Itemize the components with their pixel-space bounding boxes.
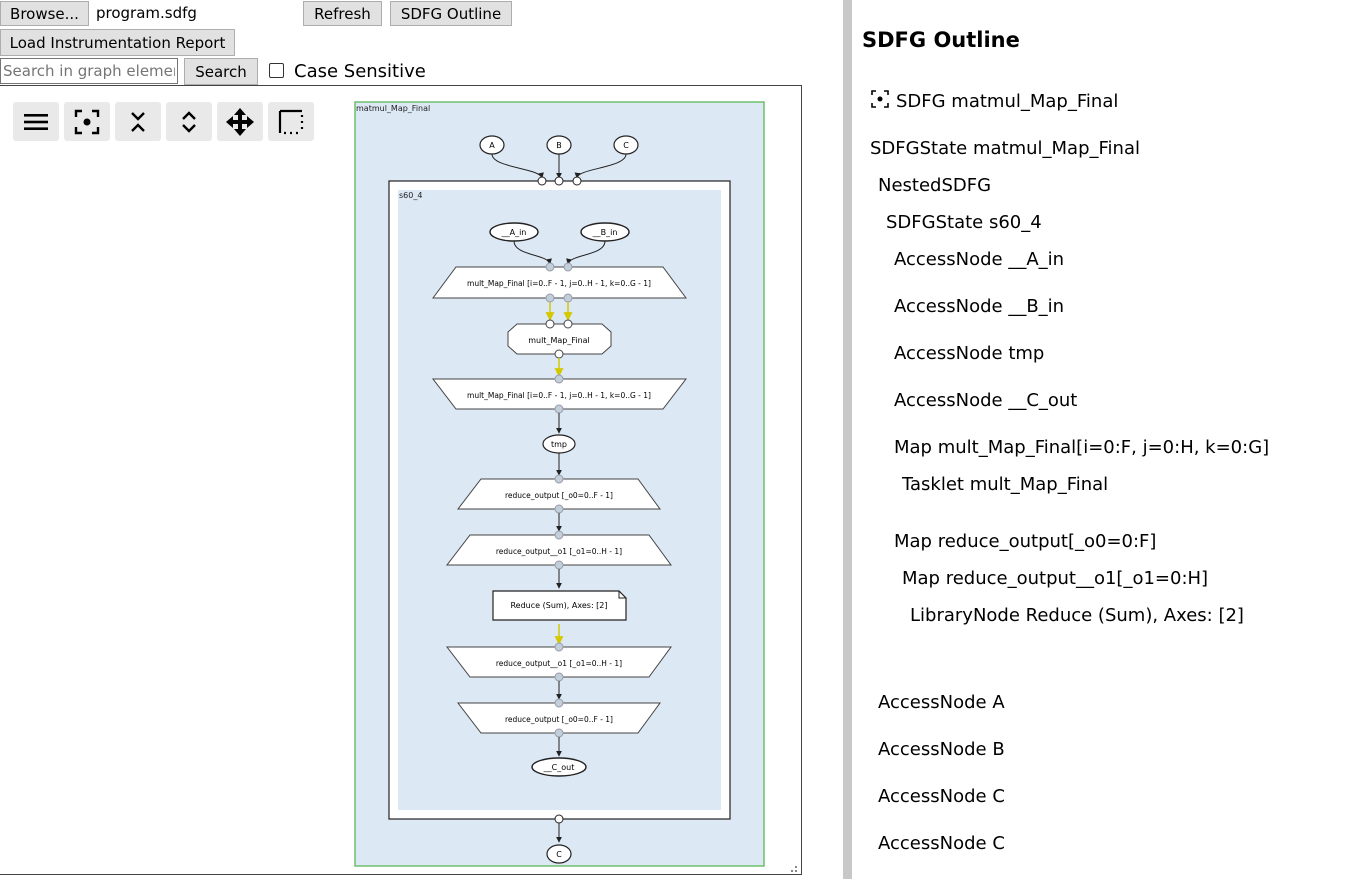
outline-item-access-a-in[interactable]: AccessNode __A_in xyxy=(894,249,1065,270)
access-node-c-out xyxy=(531,757,587,777)
outline-item-access-c-out[interactable]: AccessNode __C_out xyxy=(894,390,1078,411)
map-exit-reduce-output xyxy=(456,702,661,734)
map-entry-reduce-output xyxy=(456,478,661,510)
svg-text:mult_Map_Final [i=0..F - 1, j=: mult_Map_Final [i=0..F - 1, j=0..H - 1, … xyxy=(467,279,651,288)
outline-item-nested-state[interactable]: SDFGState s60_4 xyxy=(886,212,1042,233)
case-sensitive-label: Case Sensitive xyxy=(294,61,426,82)
box-select-button[interactable] xyxy=(268,102,314,141)
collapse-all-icon xyxy=(131,111,145,132)
outline-item-map-reduce-output[interactable]: Map reduce_output[_o0=0:F] xyxy=(894,531,1157,552)
nested-state-label: s60_4 xyxy=(399,191,422,200)
svg-text:tmp: tmp xyxy=(551,440,567,449)
outer-state-label: matmul_Map_Final xyxy=(356,104,430,113)
search-button[interactable]: Search xyxy=(184,58,258,85)
outline-title: SDFG Outline xyxy=(862,28,1020,52)
library-node-reduce xyxy=(492,590,627,621)
zoom-to-fit-button[interactable] xyxy=(64,102,110,141)
outline-item-state[interactable]: SDFGState matmul_Map_Final xyxy=(870,138,1140,159)
svg-text:__A_in: __A_in xyxy=(501,228,527,237)
refresh-button[interactable]: Refresh xyxy=(303,1,382,26)
file-name-label: program.sdfg xyxy=(96,4,197,22)
svg-text:__C_out: __C_out xyxy=(543,763,575,772)
zoom-to-fit-icon xyxy=(74,109,100,134)
svg-text:__B_in: __B_in xyxy=(592,228,618,237)
graph-canvas[interactable]: matmul_Map_Final A B C s60_4 __A_in __B_… xyxy=(0,85,802,875)
sdfg-outline-button[interactable]: SDFG Outline xyxy=(390,1,512,26)
outline-item-library-node[interactable]: LibraryNode Reduce (Sum), Axes: [2] xyxy=(910,605,1244,626)
svg-text:reduce_output [_o0=0..F - 1]: reduce_output [_o0=0..F - 1] xyxy=(505,491,613,500)
outline-item-access-b[interactable]: AccessNode B xyxy=(878,739,1005,760)
outline-item-map-reduce-output-o1[interactable]: Map reduce_output__o1[_o1=0:H] xyxy=(902,568,1209,589)
zoom-to-element-icon[interactable] xyxy=(871,90,889,108)
outline-item-access-c-1[interactable]: AccessNode C xyxy=(878,786,1005,807)
resize-grip-icon xyxy=(791,866,797,872)
search-input[interactable] xyxy=(0,58,178,84)
outline-item-access-tmp[interactable]: AccessNode tmp xyxy=(894,343,1045,364)
svg-text:Reduce (Sum), Axes: [2]: Reduce (Sum), Axes: [2] xyxy=(510,601,607,610)
load-instrumentation-report-button[interactable]: Load Instrumentation Report xyxy=(0,29,235,56)
outline-item-access-a[interactable]: AccessNode A xyxy=(878,692,1005,713)
outline-item-map-mult[interactable]: Map mult_Map_Final[i=0:F, j=0:H, k=0:G] xyxy=(894,437,1270,458)
menu-icon xyxy=(24,113,48,130)
access-node-c-final xyxy=(546,844,572,864)
box-select-icon xyxy=(278,109,304,134)
svg-text:reduce_output [_o0=0..F - 1]: reduce_output [_o0=0..F - 1] xyxy=(505,715,613,724)
tasklet-mult xyxy=(507,323,612,355)
svg-text:mult_Map_Final: mult_Map_Final xyxy=(528,336,590,345)
svg-text:reduce_output__o1 [_o1=0..H -: reduce_output__o1 [_o1=0..H - 1] xyxy=(496,547,622,556)
svg-text:C: C xyxy=(556,850,562,859)
menu-button[interactable] xyxy=(13,102,59,141)
map-exit-reduce-output-o1 xyxy=(445,646,672,678)
expand-all-button[interactable] xyxy=(166,102,212,141)
expand-all-icon xyxy=(182,110,196,133)
svg-text:C: C xyxy=(623,141,629,150)
move-mode-button[interactable] xyxy=(217,102,263,141)
case-sensitive-checkbox[interactable] xyxy=(269,63,284,78)
svg-text:reduce_output__o1 [_o1=0..H -: reduce_output__o1 [_o1=0..H - 1] xyxy=(496,659,622,668)
collapse-all-button[interactable] xyxy=(115,102,161,141)
outline-item-access-b-in[interactable]: AccessNode __B_in xyxy=(894,296,1065,317)
map-exit-mult xyxy=(431,378,688,410)
map-entry-reduce-output-o1 xyxy=(445,534,672,566)
panel-divider[interactable] xyxy=(843,0,852,879)
svg-text:mult_Map_Final [i=0..F - 1, j=: mult_Map_Final [i=0..F - 1, j=0..H - 1, … xyxy=(467,391,651,400)
outline-item-sdfg[interactable]: SDFG matmul_Map_Final xyxy=(896,91,1119,112)
svg-text:A: A xyxy=(489,141,495,150)
outline-item-nested-sdfg[interactable]: NestedSDFG xyxy=(878,175,992,196)
outline-item-tasklet[interactable]: Tasklet mult_Map_Final xyxy=(902,474,1109,495)
map-entry-mult xyxy=(432,266,687,299)
sdfg-outline-panel: SDFG Outline SDFG matmul_Map_Final SDFGS… xyxy=(852,0,1354,879)
outline-item-access-c-2[interactable]: AccessNode C xyxy=(878,833,1005,854)
svg-text:B: B xyxy=(556,141,562,150)
sdfg-graph: matmul_Map_Final A B C s60_4 __A_in __B_… xyxy=(354,101,797,872)
browse-button[interactable]: Browse... xyxy=(0,1,89,26)
move-mode-icon xyxy=(226,107,254,136)
